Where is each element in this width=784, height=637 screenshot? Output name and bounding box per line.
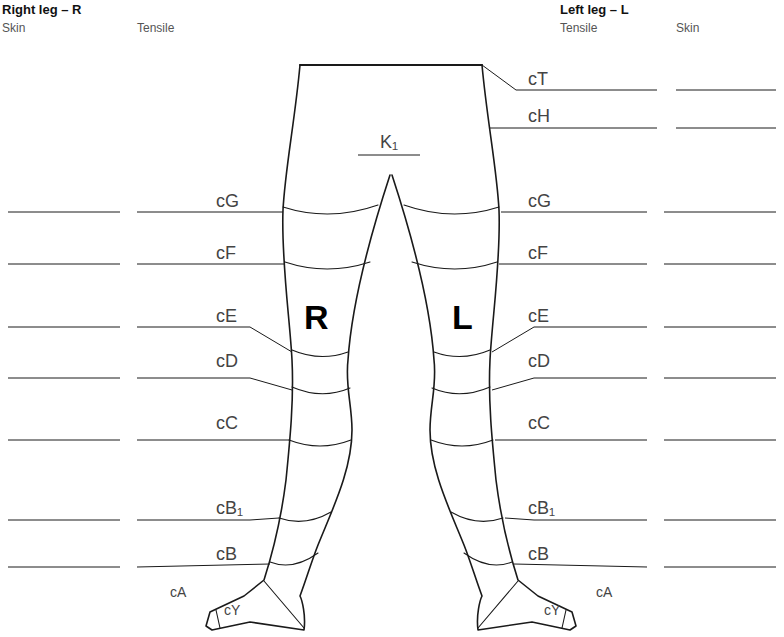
waistband [300,64,482,66]
measure-label: cE [216,307,237,325]
measure-label: cD [528,352,550,370]
measure-label: cB₁ [528,499,555,517]
measure-label: cH [528,107,550,125]
left-leg [392,65,576,630]
measure-label: cT [528,70,548,88]
measure-label: cA [170,585,186,599]
measure-label: cB [528,545,549,563]
leader-lines [8,65,776,567]
measure-label: cF [528,244,548,262]
leg-heading: Right leg – R [2,3,81,16]
measure-label: K₁ [380,133,398,151]
column-heading: Skin [2,22,25,34]
measure-label: cB₁ [216,499,243,517]
measure-label: cC [528,414,550,432]
measure-label: cY [224,603,240,617]
column-heading: Tensile [560,22,597,34]
measure-label: cD [216,352,238,370]
measure-label: cB [216,545,237,563]
measure-label: cF [216,244,236,262]
measure-label: cC [216,414,238,432]
measure-label: cG [528,192,551,210]
leg-heading: Left leg – L [560,3,629,16]
measure-label: cY [544,603,560,617]
measure-label: cA [596,585,612,599]
leg-letter: R [304,300,329,334]
column-heading: Skin [676,22,699,34]
right-leg [206,65,390,630]
measure-label: cE [528,307,549,325]
measure-label: cG [216,192,239,210]
column-heading: Tensile [137,22,174,34]
leg-letter: L [452,300,473,334]
